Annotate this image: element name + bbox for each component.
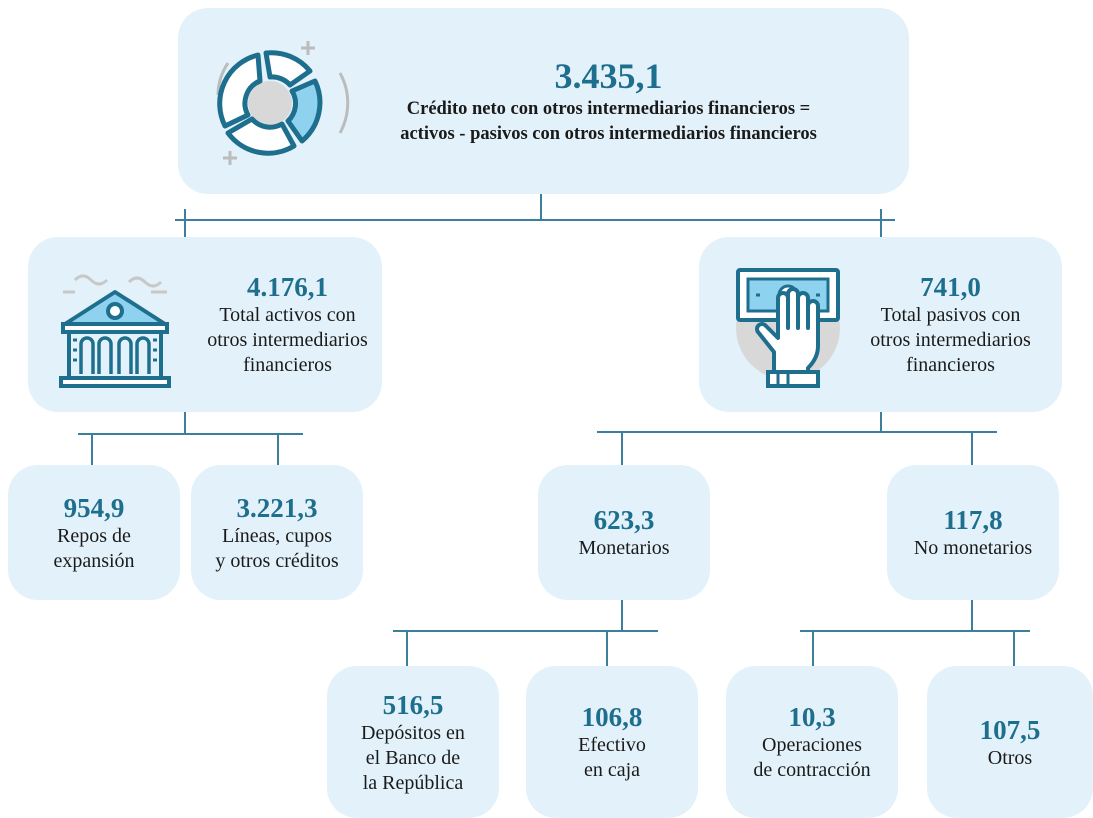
connector-monetarios-bar	[393, 630, 658, 632]
connector-nomonetarios-down	[971, 590, 973, 632]
otros-label: Otros	[987, 746, 1033, 769]
connector-nomonetarios-up	[971, 431, 973, 465]
repos-label: Repos de expansión	[53, 524, 135, 572]
assets-label: Total activos con otros intermediarios f…	[207, 304, 368, 376]
connector-lineas-up	[277, 433, 279, 465]
lineas-node: 3.221,3 Líneas, cupos y otros créditos	[191, 465, 363, 600]
operaciones-node: 10,3 Operaciones de contracción	[726, 666, 898, 818]
connector-liabilities-bar	[597, 431, 997, 433]
root-label: Crédito neto con otros intermediarios fi…	[400, 99, 817, 144]
depositos-node: 516,5 Depósitos en el Banco de la Repúbl…	[327, 666, 499, 818]
connector-assets-up	[184, 209, 186, 237]
liabilities-value: 741,0	[920, 272, 981, 302]
donut-chart-icon	[216, 41, 350, 165]
connector-depositos-up	[406, 630, 408, 666]
connector-otros-up	[1013, 630, 1015, 666]
otros-node: 107,5 Otros	[927, 666, 1093, 818]
lineas-label: Líneas, cupos y otros créditos	[215, 524, 339, 572]
efectivo-value: 106,8	[581, 702, 643, 732]
depositos-value: 516,5	[382, 689, 444, 720]
nomonetarios-label: No monetarios	[913, 537, 1033, 559]
connector-operaciones-up	[812, 630, 814, 666]
connector-monetarios-up	[621, 431, 623, 465]
repos-node: 954,9 Repos de expansión	[8, 465, 180, 600]
operaciones-value: 10,3	[788, 702, 836, 732]
efectivo-label: Efectivo en caja	[578, 734, 646, 781]
connector-monetarios-down	[621, 590, 623, 632]
connector-assets-bar	[78, 433, 303, 435]
assets-value: 4.176,1	[247, 272, 328, 302]
connector-liabilities-down	[880, 395, 882, 433]
repos-value: 954,9	[63, 492, 125, 523]
liabilities-label: Total pasivos con otros intermediarios f…	[870, 304, 1031, 376]
connector-liabilities-up	[880, 209, 882, 237]
lineas-value: 3.221,3	[236, 492, 318, 523]
connector-efectivo-up	[606, 630, 608, 666]
otros-value: 107,5	[979, 714, 1041, 745]
connector-nomonetarios-bar	[800, 630, 1030, 632]
efectivo-node: 106,8 Efectivo en caja	[526, 666, 698, 818]
monetarios-node: 623,3 Monetarios	[538, 465, 710, 600]
nomonetarios-value: 117,8	[943, 505, 1003, 535]
root-value: 3.435,1	[554, 56, 663, 96]
bank-building-icon	[59, 274, 171, 388]
nomonetarios-node: 117,8 No monetarios	[887, 465, 1059, 600]
monetarios-label: Monetarios	[578, 537, 670, 559]
monetarios-value: 623,3	[593, 505, 655, 535]
operaciones-label: Operaciones de contracción	[753, 734, 871, 781]
connector-repos-up	[91, 433, 93, 465]
connector-level1-bar	[175, 219, 895, 221]
depositos-label: Depósitos en el Banco de la República	[361, 721, 465, 794]
hand-with-banknote-icon	[736, 268, 840, 388]
